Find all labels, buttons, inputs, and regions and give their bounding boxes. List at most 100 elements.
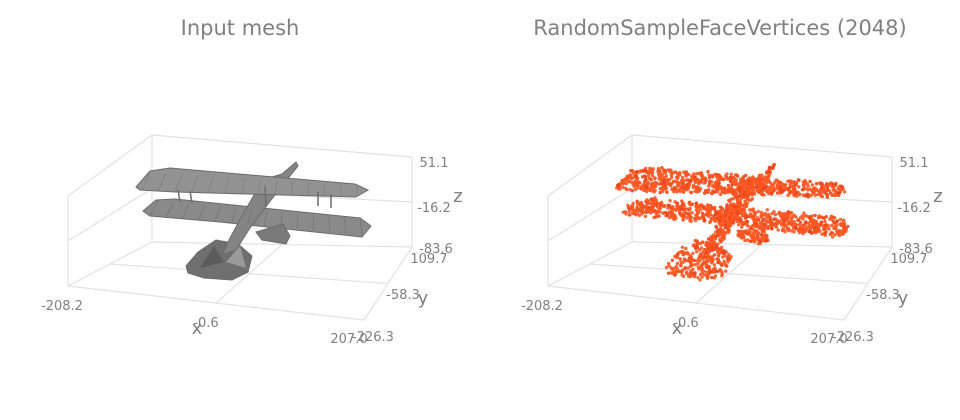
sample-point [620, 179, 624, 183]
sample-point [754, 225, 758, 229]
mesh-rib [174, 174, 182, 192]
sample-point [819, 220, 824, 224]
sample-point [719, 227, 723, 231]
sample-point [633, 187, 637, 192]
sample-point [698, 216, 702, 220]
sample-point [721, 177, 726, 182]
sample-point [684, 178, 688, 183]
sample-point [768, 222, 773, 226]
sample-point [616, 184, 620, 188]
sample-point [661, 204, 665, 208]
sample-point [684, 207, 688, 211]
sample-point [841, 228, 846, 232]
gridline-y [109, 263, 389, 285]
sample-point [832, 216, 837, 220]
sample-point [673, 200, 677, 204]
sample-point [674, 264, 678, 269]
sample-point [709, 270, 713, 274]
sample-point [670, 258, 675, 262]
sample-point [675, 201, 680, 206]
z-tick-label: -83.6 [419, 242, 453, 257]
sample-point [681, 181, 685, 186]
sample-point [846, 224, 850, 229]
sample-point [695, 245, 700, 250]
sample-point [677, 183, 681, 187]
sample-point [650, 186, 654, 190]
z-tick-label: -16.2 [417, 201, 451, 216]
sample-point [649, 178, 653, 182]
sample-point [762, 193, 766, 197]
sample-point [680, 268, 685, 272]
sample-point [657, 174, 662, 179]
sample-point [753, 178, 757, 182]
gridline-y [589, 263, 869, 285]
sample-point [714, 224, 718, 229]
subplot-input-mesh[interactable]: -208.2-0.6207.0x-226.3-58.3109.7y-83.6-1… [0, 0, 480, 420]
sample-point [762, 187, 766, 191]
sample-point [708, 256, 712, 261]
sample-point [688, 206, 692, 210]
mesh-rib [158, 172, 167, 191]
mesh-rib [182, 203, 190, 219]
sample-point [764, 238, 769, 243]
sample-point [689, 190, 694, 195]
sample-point [674, 216, 678, 220]
gridline-z-left [547, 187, 633, 242]
y-tick-label: -58.3 [386, 288, 420, 303]
sample-point [714, 211, 719, 215]
sample-point [737, 220, 741, 224]
sample-point [682, 257, 687, 261]
sample-point [725, 172, 729, 176]
sample-point [722, 252, 726, 256]
sample-point [696, 261, 700, 265]
sample-point [817, 226, 821, 231]
sample-point [842, 190, 847, 194]
sample-point [707, 173, 711, 177]
sample-point [705, 276, 710, 280]
sample-point [708, 219, 713, 224]
sample-point [786, 210, 791, 214]
sample-point [649, 201, 653, 205]
sample-point [830, 235, 835, 239]
sample-point [700, 176, 704, 180]
sample-point [780, 212, 784, 216]
sample-point [681, 201, 686, 206]
sample-point [743, 238, 747, 243]
sample-point [830, 223, 834, 228]
sample-point [710, 245, 715, 249]
sample-point [668, 170, 672, 174]
sample-point [828, 182, 832, 186]
sample-point [677, 173, 682, 177]
sample-point [744, 201, 748, 205]
sample-point [639, 202, 644, 206]
sample-point [771, 164, 775, 169]
sample-point [674, 175, 679, 180]
mesh-tail-shade [200, 246, 224, 268]
sample-point [685, 172, 689, 177]
sample-point [637, 209, 641, 213]
sample-point [748, 181, 752, 185]
sample-point [698, 252, 703, 256]
sample-point [724, 263, 728, 268]
sample-point [678, 257, 682, 261]
sample-point [693, 218, 698, 223]
sample-point [801, 183, 806, 187]
mesh-rib [241, 178, 246, 193]
sample-point [743, 211, 747, 216]
y-tick-label: -226.3 [832, 330, 874, 345]
sample-point [813, 213, 817, 218]
sample-point [716, 257, 721, 262]
subplot-sampled-points[interactable]: -208.2-0.6207.0x-226.3-58.3109.7y-83.6-1… [480, 0, 960, 420]
x-tick-label: -208.2 [41, 299, 83, 314]
sample-point [718, 215, 723, 220]
sample-point [738, 189, 742, 193]
sample-point [660, 166, 664, 170]
sample-point [765, 190, 769, 194]
sample-point [808, 227, 813, 231]
sample-point [701, 250, 705, 254]
sample-point [834, 226, 838, 231]
y-tick-label: 109.7 [890, 252, 927, 267]
sample-point [687, 200, 692, 204]
sample-point [757, 232, 761, 236]
